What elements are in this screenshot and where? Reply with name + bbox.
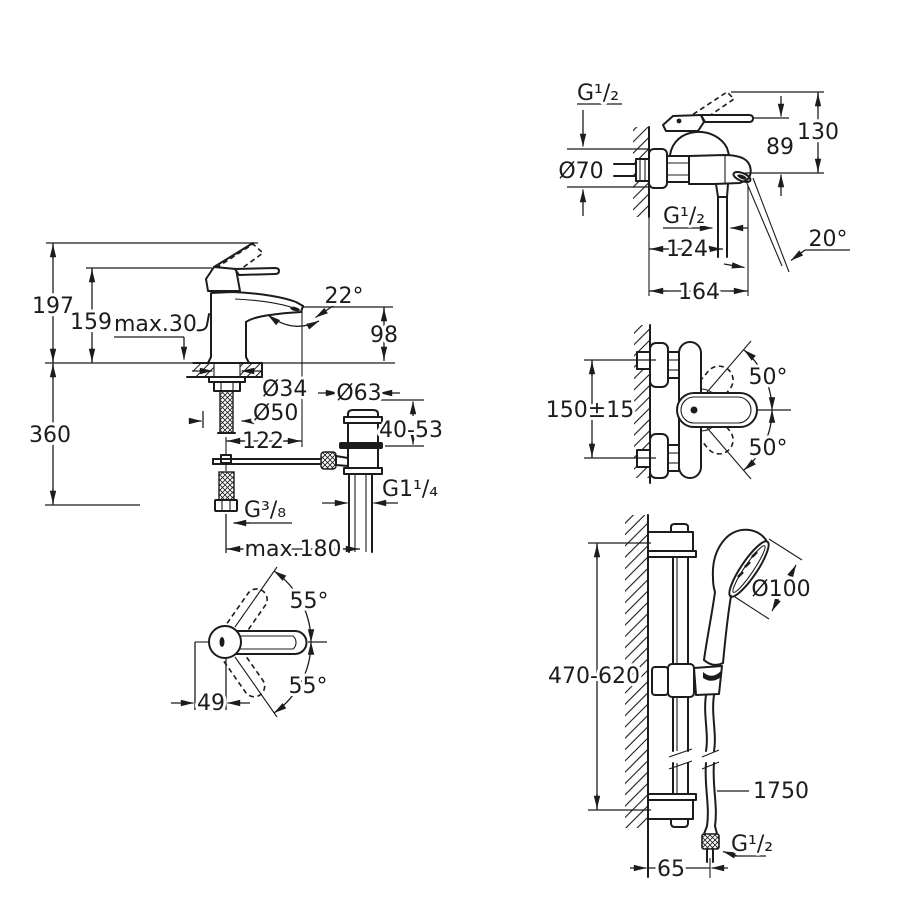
basin-side-dimensions: 197 159 max.30 22° 98 Ø34 Ø50 122 Ø63 40… bbox=[26, 242, 446, 565]
dim-label-d100: Ø100 bbox=[751, 577, 810, 602]
counter-section bbox=[45, 362, 395, 378]
hand-shower bbox=[703, 528, 770, 666]
dim-label-98: 98 bbox=[370, 323, 398, 348]
union-nut bbox=[666, 155, 690, 183]
dim-label-max30: max.30 bbox=[114, 312, 197, 337]
dim-label-89: 89 bbox=[766, 135, 794, 160]
dim-label-d34: Ø34 bbox=[262, 377, 307, 402]
dim-label-max180: max.180 bbox=[245, 537, 342, 562]
lever-open-outline bbox=[215, 243, 264, 280]
bath-mixer-front-view: 150±15 50° 50° bbox=[543, 324, 791, 484]
basin-faucet-body bbox=[195, 242, 304, 364]
lever-swivel-up-outline bbox=[221, 588, 268, 643]
dim-label-50-down: 50° bbox=[749, 436, 788, 461]
union-nut-bottom bbox=[667, 444, 680, 472]
rail-slider-holder bbox=[651, 663, 723, 698]
dim-label-d63: Ø63 bbox=[336, 381, 381, 406]
shower-rail-bar bbox=[668, 556, 693, 801]
dim-label-g114: G1¹/₄ bbox=[382, 477, 438, 502]
lever-cap bbox=[205, 266, 241, 292]
dim-label-20deg: 20° bbox=[809, 227, 848, 252]
union-nut-top bbox=[667, 351, 680, 379]
dim-label-g12-out: G¹/₂ bbox=[663, 204, 705, 229]
aerator bbox=[290, 306, 300, 312]
body-left-spout-top bbox=[207, 291, 304, 364]
dim-label-360: 360 bbox=[29, 423, 71, 448]
escutcheon bbox=[648, 148, 668, 189]
shower-face bbox=[728, 540, 770, 598]
basin-mixer-top-view: 55° 55° 49 bbox=[171, 566, 332, 719]
escutcheon-bottom bbox=[649, 433, 669, 479]
lever-cap bbox=[662, 114, 705, 132]
shower-hose bbox=[701, 694, 720, 863]
rail-top-bracket bbox=[647, 523, 697, 558]
basin-mixer-side-view: 197 159 max.30 22° 98 Ø34 Ø50 122 Ø63 40… bbox=[26, 242, 446, 565]
spout-inner-line bbox=[234, 298, 292, 308]
mixer-body bbox=[688, 154, 752, 185]
mounting-hardware bbox=[208, 376, 349, 512]
dim-label-50-up: 50° bbox=[749, 365, 788, 390]
lever-swivel-up-outline bbox=[682, 365, 734, 420]
dim-label-g38: G³/₈ bbox=[244, 498, 286, 523]
waste-plug bbox=[347, 409, 379, 418]
dim-label-470-620: 470-620 bbox=[548, 664, 640, 689]
spout-tip-underside bbox=[245, 305, 304, 364]
dim-label-22deg: 22° bbox=[325, 284, 364, 309]
lever-swivel-down-outline bbox=[219, 642, 266, 698]
dim-label-164: 164 bbox=[678, 280, 720, 305]
dim-label-150: 150±15 bbox=[546, 398, 634, 423]
shower-rail-view: Ø100 470-620 1750 G¹/₂ 65 bbox=[545, 514, 814, 885]
dim-label-g12-hose: G¹/₂ bbox=[731, 832, 773, 857]
dim-label-197: 197 bbox=[32, 294, 74, 319]
rail-bottom-bracket bbox=[647, 793, 697, 828]
dim-label-55-down: 55° bbox=[289, 674, 328, 699]
dim-label-49: 49 bbox=[197, 691, 225, 716]
wall-hatch bbox=[625, 515, 648, 828]
dim-label-130: 130 bbox=[797, 120, 839, 145]
escutcheon-top bbox=[649, 342, 669, 388]
dim-label-d50: Ø50 bbox=[253, 401, 298, 426]
dim-label-122: 122 bbox=[242, 429, 284, 454]
dim-label-4053: 40-53 bbox=[379, 418, 443, 443]
cartridge-dome bbox=[669, 130, 730, 156]
shower-outlet-stub bbox=[715, 183, 729, 198]
dim-label-g12-top: G¹/₂ bbox=[577, 81, 619, 106]
dim-label-124: 124 bbox=[666, 237, 708, 262]
spout-aerator bbox=[732, 170, 752, 184]
lever-pivot bbox=[690, 406, 698, 414]
pop-up-waste bbox=[339, 386, 383, 553]
waste-gasket bbox=[339, 442, 383, 449]
lever-bar bbox=[234, 267, 280, 276]
rod-knob bbox=[320, 451, 337, 470]
lever-swivel-down-outline bbox=[682, 400, 734, 455]
hose-nut bbox=[701, 833, 720, 850]
bath-mixer-side-view: G¹/₂ Ø70 130 89 G¹/₂ 124 20° 164 bbox=[555, 78, 850, 308]
hose-nut bbox=[214, 499, 238, 512]
handle-pivot-circle bbox=[208, 625, 242, 659]
pull-rod-hook bbox=[195, 313, 210, 332]
dim-label-1750: 1750 bbox=[753, 779, 809, 804]
threaded-shank bbox=[219, 390, 234, 434]
dim-label-55-up: 55° bbox=[290, 589, 329, 614]
wall-union-nut bbox=[635, 158, 650, 182]
shower-handle-right bbox=[722, 595, 732, 664]
shower-head-back bbox=[703, 528, 767, 661]
dim-label-159: 159 bbox=[70, 310, 112, 335]
dim-label-d70: Ø70 bbox=[558, 159, 603, 184]
dim-label-65: 65 bbox=[657, 857, 685, 882]
lever-bar bbox=[700, 114, 754, 123]
flex-hose bbox=[218, 471, 235, 501]
